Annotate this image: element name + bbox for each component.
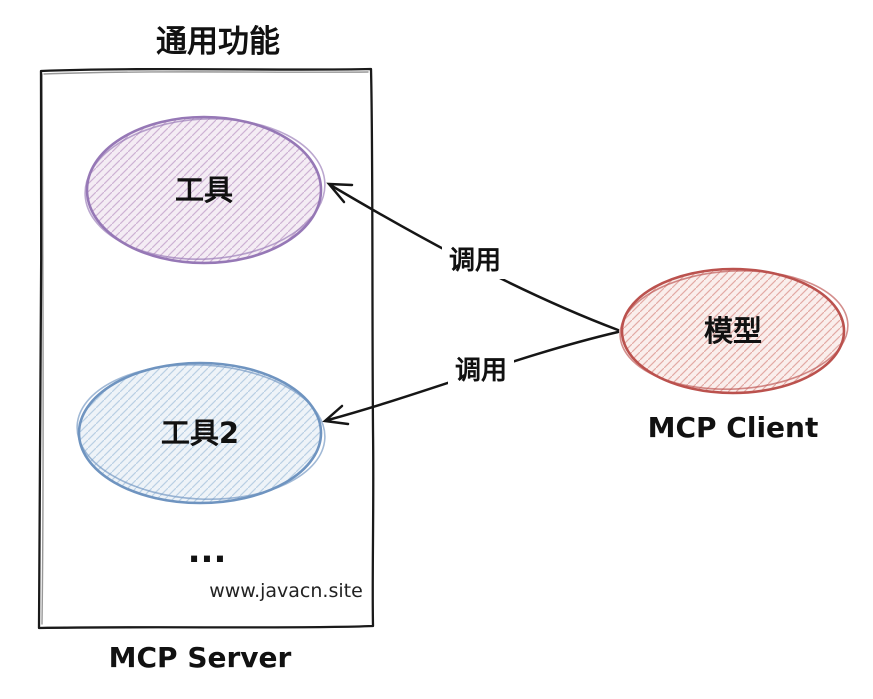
tool2-label: 工具2 <box>161 416 239 450</box>
mcp-server-box <box>37 67 375 630</box>
ellipsis-text: ... <box>188 531 227 571</box>
call2-label-bg <box>448 351 514 389</box>
call1-label: 调用 <box>449 246 501 276</box>
tool1-ellipse <box>85 115 323 265</box>
model-ellipse-echo <box>619 269 849 391</box>
tool2-ellipse <box>77 361 323 505</box>
watermark-text: www.javacn.site <box>209 580 363 602</box>
mcp-client-label: MCP Client <box>648 411 819 444</box>
tool1-ellipse-echo <box>84 118 326 260</box>
arrowhead-call1 <box>326 182 354 204</box>
model-ellipse <box>620 267 846 395</box>
tool2-ellipse-echo <box>76 363 326 501</box>
call2-label: 调用 <box>455 356 507 386</box>
model-label: 模型 <box>704 314 762 348</box>
mcp-server-label: MCP Server <box>109 641 292 674</box>
arrowhead-call2 <box>322 404 350 426</box>
general-functions-title: 通用功能 <box>156 24 280 60</box>
call1-label-bg <box>442 241 508 279</box>
tool1-label: 工具 <box>175 173 233 207</box>
mcp-server-box-sketch-echo <box>41 71 369 625</box>
